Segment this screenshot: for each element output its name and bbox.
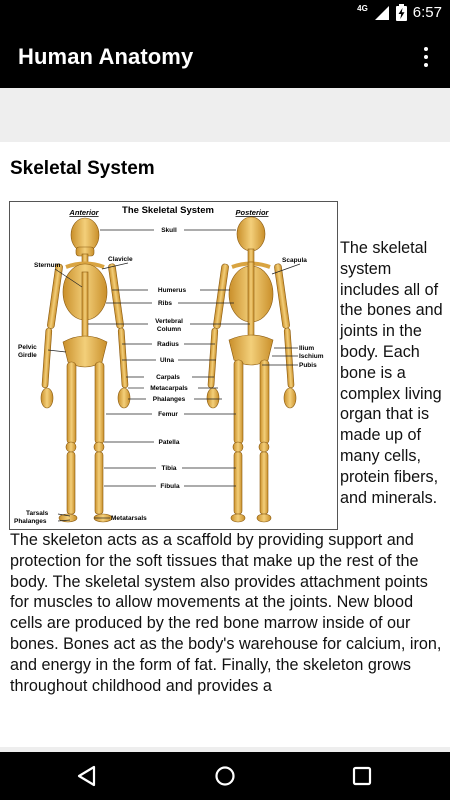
label-column: Column <box>157 326 181 333</box>
label-pelvic: Pelvic <box>18 344 37 351</box>
label-sternum: Sternum <box>34 262 61 269</box>
label-pubis: Pubis <box>299 362 317 369</box>
bottom-banner-placeholder <box>0 747 450 752</box>
overflow-menu-dot <box>424 63 428 67</box>
back-triangle-icon <box>77 765 96 787</box>
posterior-skeleton <box>206 216 297 523</box>
label-patella: Patella <box>159 439 180 446</box>
label-phalanges-foot: Phalanges <box>14 518 47 525</box>
overflow-menu-dot <box>424 55 428 59</box>
network-type-label: 4G <box>357 4 368 13</box>
anterior-label: Anterior <box>68 208 99 217</box>
intro-paragraph: The skeletal system includes all of the … <box>340 239 443 507</box>
overflow-menu-button[interactable] <box>412 39 440 75</box>
recents-button[interactable] <box>346 760 378 792</box>
label-carpals: Carpals <box>156 374 180 381</box>
label-metatarsals: Metatarsals <box>111 515 147 522</box>
label-ribs: Ribs <box>158 300 172 307</box>
skeleton-diagram: The Skeletal System Anterior Posterior <box>9 201 338 530</box>
status-icons: 4G 6:57 <box>357 0 442 25</box>
banner-placeholder <box>0 88 450 142</box>
label-ischium: Ischium <box>299 353 324 360</box>
signal-icon <box>374 5 389 20</box>
navigation-bar <box>0 752 450 800</box>
label-metacarpals: Metacarpals <box>150 385 188 392</box>
label-clavicle: Clavicle <box>108 256 133 263</box>
section-title: Skeletal System <box>10 158 155 179</box>
anterior-skeleton <box>40 217 131 523</box>
overflow-menu-icon <box>424 47 428 51</box>
label-humerus: Humerus <box>158 287 187 294</box>
status-bar: 4G 6:57 <box>0 0 450 25</box>
leader-lines <box>47 229 301 522</box>
clock-time: 6:57 <box>412 4 442 21</box>
diagram-labels: Skull Sternum Clavicle Scapula Humerus R… <box>14 227 324 525</box>
label-tarsals: Tarsals <box>26 510 49 517</box>
battery-charging-icon <box>395 4 407 21</box>
app-title: Human Anatomy <box>18 44 194 69</box>
label-fibula: Fibula <box>160 483 180 490</box>
article-content[interactable]: Skeletal System The Skeletal System Ante… <box>0 142 450 747</box>
label-skull: Skull <box>161 227 177 234</box>
home-button[interactable] <box>209 760 241 792</box>
label-vertebral: Vertebral <box>155 318 183 325</box>
label-ilium: Ilium <box>299 345 314 352</box>
diagram-title: The Skeletal System <box>122 205 214 216</box>
label-phalanges: Phalanges <box>153 396 186 403</box>
label-tibia: Tibia <box>161 465 176 472</box>
recents-square-icon <box>352 766 372 786</box>
posterior-label: Posterior <box>236 208 270 217</box>
back-button[interactable] <box>71 760 103 792</box>
label-ulna: Ulna <box>160 357 174 364</box>
label-girdle: Girdle <box>18 352 37 359</box>
label-radius: Radius <box>157 341 179 348</box>
label-femur: Femur <box>158 411 178 418</box>
label-scapula: Scapula <box>282 257 307 264</box>
body-paragraph: The skeleton acts as a scaffold by provi… <box>10 531 442 695</box>
app-bar: Human Anatomy <box>0 25 450 88</box>
home-circle-icon <box>215 766 235 786</box>
